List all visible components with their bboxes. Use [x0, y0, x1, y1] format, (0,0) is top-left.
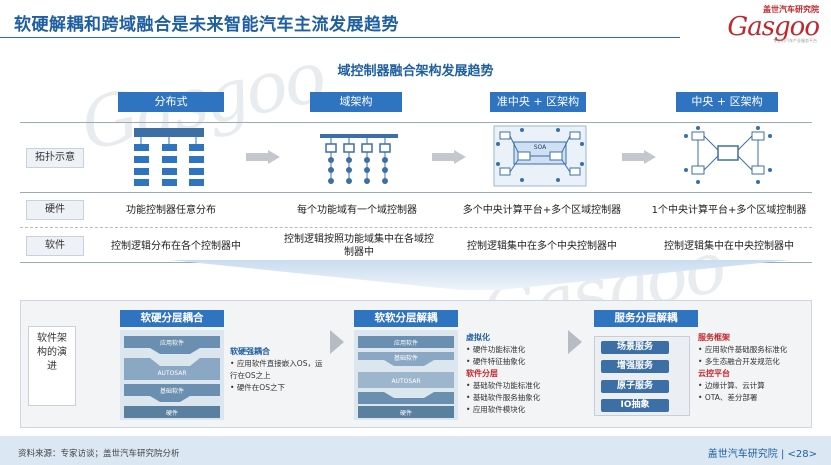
note-heading: 软件分层 — [466, 369, 498, 378]
note-bullet-text: 应用软件直接嵌入OS，运行在OS之上 — [230, 359, 323, 380]
footer-brand-page: 盖世汽车研究院 | <28> — [708, 445, 817, 460]
logo-tagline: 专业的汽车产业服务平台 — [773, 38, 817, 43]
section-header-soft-soft-decoupling: 软软分层解耦 — [354, 310, 458, 327]
note-bullet-text: 基础软件功能标准化 — [472, 381, 541, 390]
arrow-right-icon — [568, 330, 582, 354]
decoupling-notes: 虚拟化 • 硬件功能标准化 • 硬件特征抽象化 软件分层 • 基础软件功能标准化… — [466, 332, 566, 416]
section-title: 域控制器融合架构发展趋势 — [337, 64, 494, 79]
note-bullet-text: 应用软件基础服务标准化 — [704, 345, 788, 354]
logo-chinese-name: 盖世汽车研究院 — [763, 5, 819, 14]
note-heading: 虚拟化 — [466, 333, 490, 342]
note-heading: 云控平台 — [698, 369, 730, 378]
note-bullet-text: 硬件功能标准化 — [472, 345, 526, 354]
central-zonal-topology-diagram — [684, 126, 772, 184]
note-bullet: • 边缘计算、云计算 — [698, 381, 765, 390]
service-notes: 服务框架 • 应用软件基础服务标准化 • 多生态融合开发规范化 云控平台 • 边… — [698, 332, 808, 404]
evolution-label-text: 软件架构的演进 — [37, 333, 67, 372]
note-bullet: • OTA、差分部署 — [698, 393, 758, 402]
software-cell-distributed: 控制逻辑分布在各个控制器中 — [111, 241, 241, 252]
note-bullet-text: OTA、差分部署 — [704, 393, 758, 402]
stack-layer-label: 基础软件 — [160, 387, 184, 395]
logo-wordmark: Gasgoo — [727, 12, 820, 42]
page-number: <28> — [787, 449, 817, 460]
table-rule — [20, 192, 812, 193]
note-bullet: • 多生态融合开发规范化 — [698, 357, 780, 366]
title-divider — [0, 37, 680, 38]
row-label-hardware: 硬件 — [26, 200, 84, 220]
footer-bar — [0, 436, 831, 465]
note-bullet: • 应用软件模块化 — [466, 405, 526, 414]
column-header-distributed: 分布式 — [118, 92, 224, 112]
stack-layer-label: AUTOSAR — [391, 378, 420, 385]
funnel-decoration — [170, 260, 790, 290]
note-bullet-text: 多生态融合开发规范化 — [704, 357, 780, 366]
note-bullet-text: 应用软件模块化 — [472, 405, 526, 414]
hardware-cell-quasi-central: 多个中央计算平台+多个区域控制器 — [462, 205, 622, 216]
gasgoo-logo: 盖世汽车研究院 Gasgoo 专业的汽车产业服务平台 — [691, 4, 820, 44]
row-label-software: 软件 — [26, 236, 84, 256]
hard-soft-coupling-stack-diagram: 应用软件 AUTOSAR 基础软件 硬件 — [120, 330, 224, 420]
arrow-right-icon — [246, 150, 280, 164]
soa-label: SOA — [534, 144, 547, 151]
software-cell-quasi-central: 控制逻辑集中在多个中央控制器中 — [467, 241, 617, 252]
row-label-topology: 拓扑示意 — [26, 148, 84, 168]
stack-layer-label: AUTOSAR — [157, 370, 186, 377]
hardware-cell-distributed: 功能控制器任意分布 — [126, 205, 216, 216]
soft-soft-decoupling-stack-diagram: 应用软件 基础软件 AUTOSAR 硬件 — [354, 330, 458, 420]
table-rule — [20, 122, 812, 123]
service-layer: 场景服务 — [601, 341, 669, 354]
section-header-hard-soft-coupling: 软硬分层耦合 — [120, 310, 224, 327]
table-rule — [20, 227, 812, 228]
note-bullet-text: 边缘计算、云计算 — [704, 381, 765, 390]
note-bullet: • 硬件特征抽象化 — [466, 357, 526, 366]
coupling-notes: 软硬强耦合 • 应用软件直接嵌入OS，运行在OS之上 • 硬件在OS之下 — [230, 346, 326, 394]
software-cell-central: 控制逻辑集中在中央控制器中 — [664, 241, 794, 252]
software-cell-domain: 控制逻辑按照功能域集中在各域控制器中 — [284, 234, 434, 258]
evolution-row-label: 软件架构的演进 — [28, 326, 76, 406]
note-heading: 软硬强耦合 — [230, 347, 270, 356]
service-layer-stack: 场景服务 增强服务 原子服务 IO抽象 — [594, 336, 690, 416]
note-bullet: • 硬件功能标准化 — [466, 345, 526, 354]
domain-topology-diagram — [320, 134, 398, 184]
footer-brand: 盖世汽车研究院 — [707, 449, 778, 460]
stack-layer-label: 基础软件 — [394, 354, 418, 362]
note-bullet: • 硬件在OS之下 — [230, 383, 285, 392]
footer-divider: | — [780, 449, 788, 460]
stack-layer-label: 硬件 — [166, 409, 178, 417]
hardware-cell-domain: 每个功能域有一个域控制器 — [297, 205, 417, 216]
note-bullet: • 基础软件服务抽象化 — [466, 393, 541, 402]
note-bullet-text: 硬件在OS之下 — [236, 383, 285, 392]
hardware-cell-central: 1个中央计算平台+多个区域控制器 — [651, 205, 807, 216]
note-bullet: • 应用软件直接嵌入OS，运行在OS之上 — [230, 359, 323, 380]
service-layer: IO抽象 — [601, 399, 669, 412]
column-header-central-zonal: 中央 + 区架构 — [676, 92, 778, 112]
note-heading: 服务框架 — [698, 333, 730, 342]
arrow-right-icon — [432, 150, 466, 164]
note-bullet: • 应用软件基础服务标准化 — [698, 345, 788, 354]
service-layer: 原子服务 — [601, 380, 669, 393]
quasi-central-zonal-topology-diagram: SOA — [493, 125, 587, 187]
arrow-right-icon — [622, 150, 656, 164]
page-title: 软硬解耦和跨域融合是未来智能汽车主流发展趋势 — [14, 15, 399, 35]
stack-layer-label: 应用软件 — [160, 339, 184, 347]
distributed-topology-diagram — [134, 128, 204, 186]
stack-layer-label: 硬件 — [400, 409, 412, 417]
column-header-domain: 域架构 — [310, 92, 402, 112]
section-header-service-decoupling: 服务分层解耦 — [594, 310, 698, 327]
note-bullet-text: 硬件特征抽象化 — [472, 357, 526, 366]
note-bullet: • 基础软件功能标准化 — [466, 381, 541, 390]
column-header-quasi-central-zonal: 准中央 + 区架构 — [490, 92, 586, 112]
stack-layer-label: 应用软件 — [394, 339, 418, 347]
note-bullet-text: 基础软件服务抽象化 — [472, 393, 541, 402]
arrow-right-icon — [330, 330, 344, 354]
service-layer: 增强服务 — [601, 360, 669, 373]
footer-source: 资料来源：专家访谈；盖世汽车研究院分析 — [18, 449, 180, 459]
